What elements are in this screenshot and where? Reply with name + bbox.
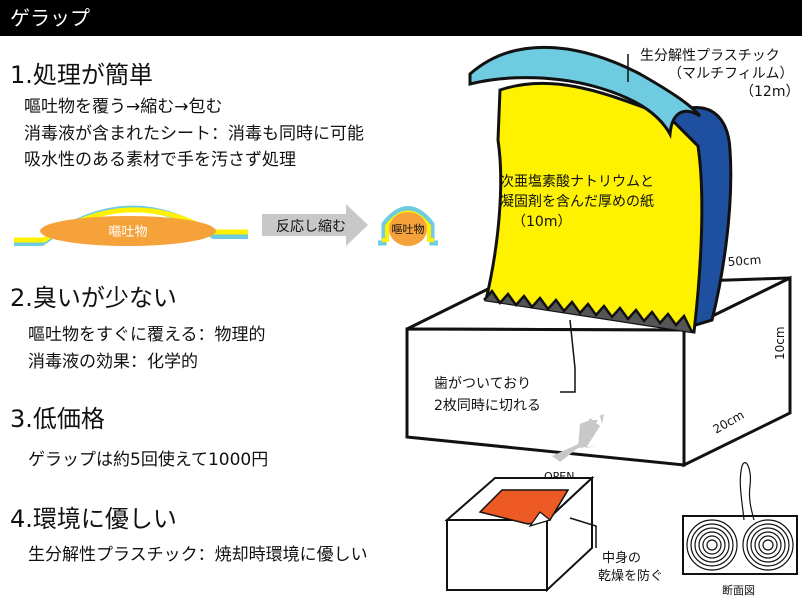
roll-right	[742, 519, 794, 571]
open-arrow-head	[578, 414, 604, 448]
wrap-after-illustration: 嘔吐物	[378, 206, 438, 246]
section-view-frame	[682, 515, 798, 575]
dry-label-line-1: 中身の	[602, 550, 641, 566]
vomit-large	[40, 216, 216, 246]
dimension-depth: 50cm	[727, 253, 761, 269]
section-3-line-1: ゲラップは約5回使えて1000円	[28, 450, 269, 470]
wrap-before-illustration: 嘔吐物	[14, 205, 248, 246]
shrink-arrow-label: 反応し縮む	[276, 219, 346, 235]
sheet-strand	[739, 462, 755, 521]
section-2-heading: 2.臭いが少ない	[10, 284, 177, 312]
section-view: 断面図	[682, 462, 798, 597]
cutting-teeth	[483, 288, 694, 333]
vomit-small	[389, 212, 427, 246]
film-label-line-3: （12m）	[740, 84, 799, 100]
section-1-line-2: 消毒液が含まれたシート：消毒も同時に可能	[24, 124, 364, 144]
section-2-line-1: 嘔吐物をすぐに覆える：物理的	[28, 325, 266, 345]
film-label-line-1: 生分解性プラスチック	[640, 48, 780, 64]
teeth-label-line-2: 2枚同時に切れる	[434, 398, 541, 414]
section-1-line-1: 嘔吐物を覆う→縮む→包む	[24, 97, 223, 117]
paper-label-line-2: 凝固剤を含んだ厚めの紙	[500, 194, 654, 210]
film-layer-after	[378, 206, 438, 246]
teeth-leader-line	[560, 319, 576, 393]
paper-label-line-1: 次亜塩素酸ナトリウムと	[500, 174, 654, 190]
film-label-line-2: （マルチフィルム）	[668, 66, 793, 82]
vomit-large-label: 嘔吐物	[108, 225, 147, 240]
teeth-label-line-1: 歯がついており	[434, 376, 531, 392]
dry-label-line-2: 乾燥を防ぐ	[598, 568, 663, 584]
roll-left	[686, 519, 738, 571]
seal-sticker	[478, 489, 570, 525]
section-1-heading: 1.処理が簡単	[10, 61, 153, 89]
yellow-paper-sheet	[484, 81, 704, 334]
package-front-face	[446, 519, 548, 591]
section-1-line-3: 吸水性のある素材で手を汚さず処理	[24, 150, 296, 170]
dimension-height: 10cm	[773, 326, 787, 360]
section-3-heading: 3.低価格	[10, 405, 105, 433]
vomit-small-label: 嘔吐物	[392, 222, 425, 236]
section-4-line-1: 生分解性プラスチック：焼却時環境に優しい	[28, 545, 368, 565]
section-2-line-2: 消毒液の効果：化学的	[28, 352, 198, 372]
seal-sticker-flap	[528, 511, 552, 528]
refill-package	[444, 475, 595, 593]
title-bar: ゲラップ	[0, 0, 802, 36]
box-front-face	[405, 327, 686, 467]
blue-film-curl	[468, 45, 702, 139]
section-4-heading: 4.環境に優しい	[10, 505, 177, 533]
shrink-arrow: 反応し縮む	[262, 204, 368, 246]
dry-leader-line	[569, 517, 597, 548]
shrink-arrow-shape	[262, 204, 368, 246]
page-title: ゲラップ	[10, 6, 90, 30]
section-view-label: 断面図	[722, 583, 755, 597]
paper-label-line-3: （10m）	[512, 214, 571, 230]
